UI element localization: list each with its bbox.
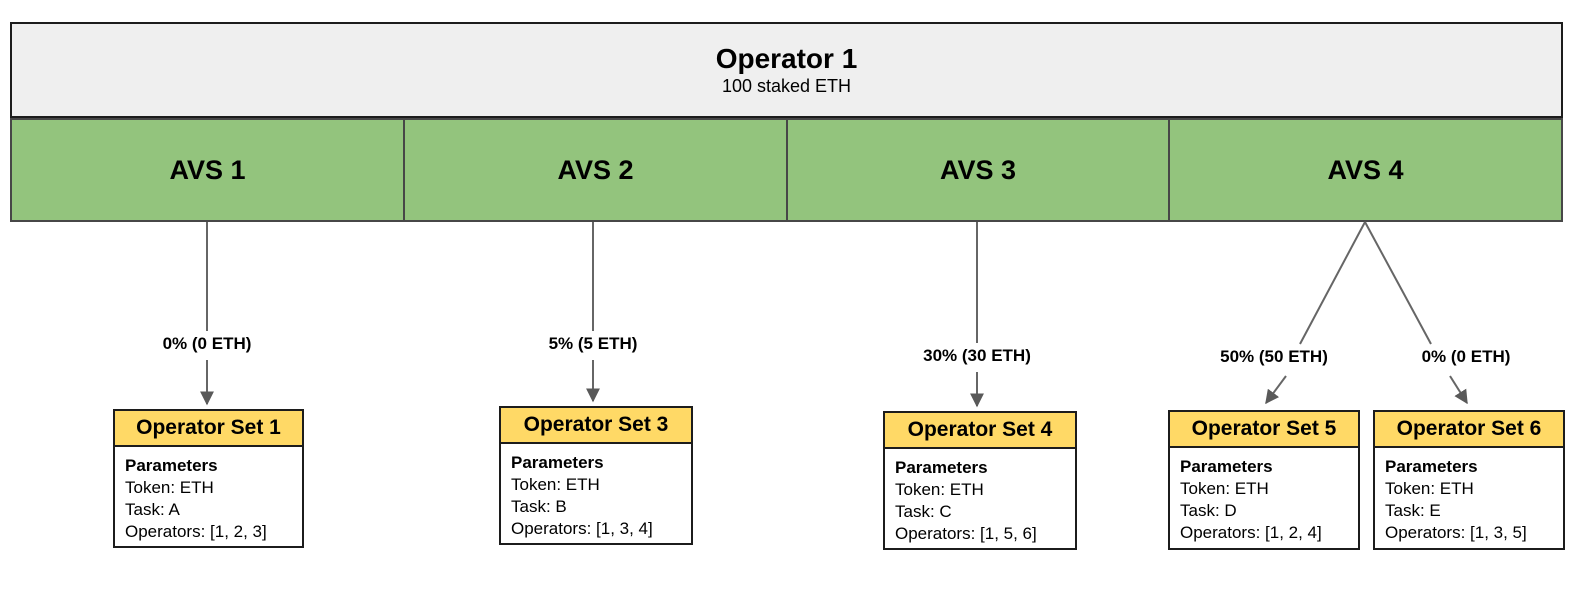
parameters-heading: Parameters	[1180, 457, 1273, 476]
arrow-avs4-to-set6-upper	[1364, 221, 1432, 345]
task-line: Task: C	[895, 502, 952, 521]
avs-row: AVS 1 AVS 2 AVS 3 AVS 4	[10, 118, 1563, 222]
token-line: Token: ETH	[1385, 479, 1474, 498]
parameters-heading: Parameters	[1385, 457, 1478, 476]
operator-set-card-4: Operator Set 4 Parameters Token: ETH Tas…	[883, 411, 1077, 550]
allocation-label-avs2: 5% (5 ETH)	[545, 334, 641, 354]
avs-divider-3	[1168, 120, 1170, 220]
token-line: Token: ETH	[511, 475, 600, 494]
operator-set-1-title: Operator Set 1	[115, 411, 302, 447]
operators-line: Operators: [1, 5, 6]	[895, 524, 1037, 543]
arrow-avs4-to-set5-head	[1265, 375, 1287, 405]
operator-set-5-title: Operator Set 5	[1170, 412, 1358, 448]
task-line: Task: D	[1180, 501, 1237, 520]
avs-cell-4: AVS 4	[1170, 120, 1561, 220]
allocation-label-avs4-right: 0% (0 ETH)	[1418, 347, 1514, 367]
operator-set-4-title: Operator Set 4	[885, 413, 1075, 449]
operator-set-card-1: Operator Set 1 Parameters Token: ETH Tas…	[113, 409, 304, 548]
task-line: Task: B	[511, 497, 567, 516]
arrow-avs4-to-set6-head	[1449, 375, 1468, 405]
operators-line: Operators: [1, 2, 3]	[125, 522, 267, 541]
parameters-heading: Parameters	[125, 456, 218, 475]
avs-label-1: AVS 1	[169, 154, 246, 185]
parameters-heading: Parameters	[511, 453, 604, 472]
avs-label-4: AVS 4	[1327, 154, 1404, 185]
operators-line: Operators: [1, 3, 4]	[511, 519, 653, 538]
operator-box: Operator 1 100 staked ETH	[10, 22, 1563, 118]
operator-set-1-body: Parameters Token: ETH Task: A Operators:…	[115, 447, 302, 551]
operator-set-5-body: Parameters Token: ETH Task: D Operators:…	[1170, 448, 1358, 552]
parameters-heading: Parameters	[895, 458, 988, 477]
arrow-avs4-to-set5-upper	[1299, 221, 1366, 345]
operators-line: Operators: [1, 2, 4]	[1180, 523, 1322, 542]
operator-set-6-body: Parameters Token: ETH Task: E Operators:…	[1375, 448, 1563, 552]
operator-set-3-body: Parameters Token: ETH Task: B Operators:…	[501, 444, 691, 548]
task-line: Task: A	[125, 500, 180, 519]
operator-set-card-6: Operator Set 6 Parameters Token: ETH Tas…	[1373, 410, 1565, 550]
operator-set-card-3: Operator Set 3 Parameters Token: ETH Tas…	[499, 406, 693, 545]
operator-set-card-5: Operator Set 5 Parameters Token: ETH Tas…	[1168, 410, 1360, 550]
avs-divider-1	[403, 120, 405, 220]
operators-line: Operators: [1, 3, 5]	[1385, 523, 1527, 542]
allocation-label-avs3: 30% (30 ETH)	[920, 346, 1034, 366]
allocation-label-avs1: 0% (0 ETH)	[159, 334, 255, 354]
operator-set-6-title: Operator Set 6	[1375, 412, 1563, 448]
task-line: Task: E	[1385, 501, 1441, 520]
operator-subtitle: 100 staked ETH	[721, 76, 852, 96]
avs-label-2: AVS 2	[557, 154, 634, 185]
token-line: Token: ETH	[1180, 479, 1269, 498]
avs-cell-2: AVS 2	[405, 120, 786, 220]
allocation-label-avs4-left: 50% (50 ETH)	[1217, 347, 1331, 367]
avs-cell-3: AVS 3	[788, 120, 1168, 220]
avs-label-3: AVS 3	[939, 154, 1017, 185]
token-line: Token: ETH	[125, 478, 214, 497]
token-line: Token: ETH	[895, 480, 984, 499]
operator-title: Operator 1	[715, 43, 858, 74]
avs-cell-1: AVS 1	[12, 120, 403, 220]
operator-set-4-body: Parameters Token: ETH Task: C Operators:…	[885, 449, 1075, 553]
avs-divider-2	[786, 120, 788, 220]
operator-set-3-title: Operator Set 3	[501, 408, 691, 444]
